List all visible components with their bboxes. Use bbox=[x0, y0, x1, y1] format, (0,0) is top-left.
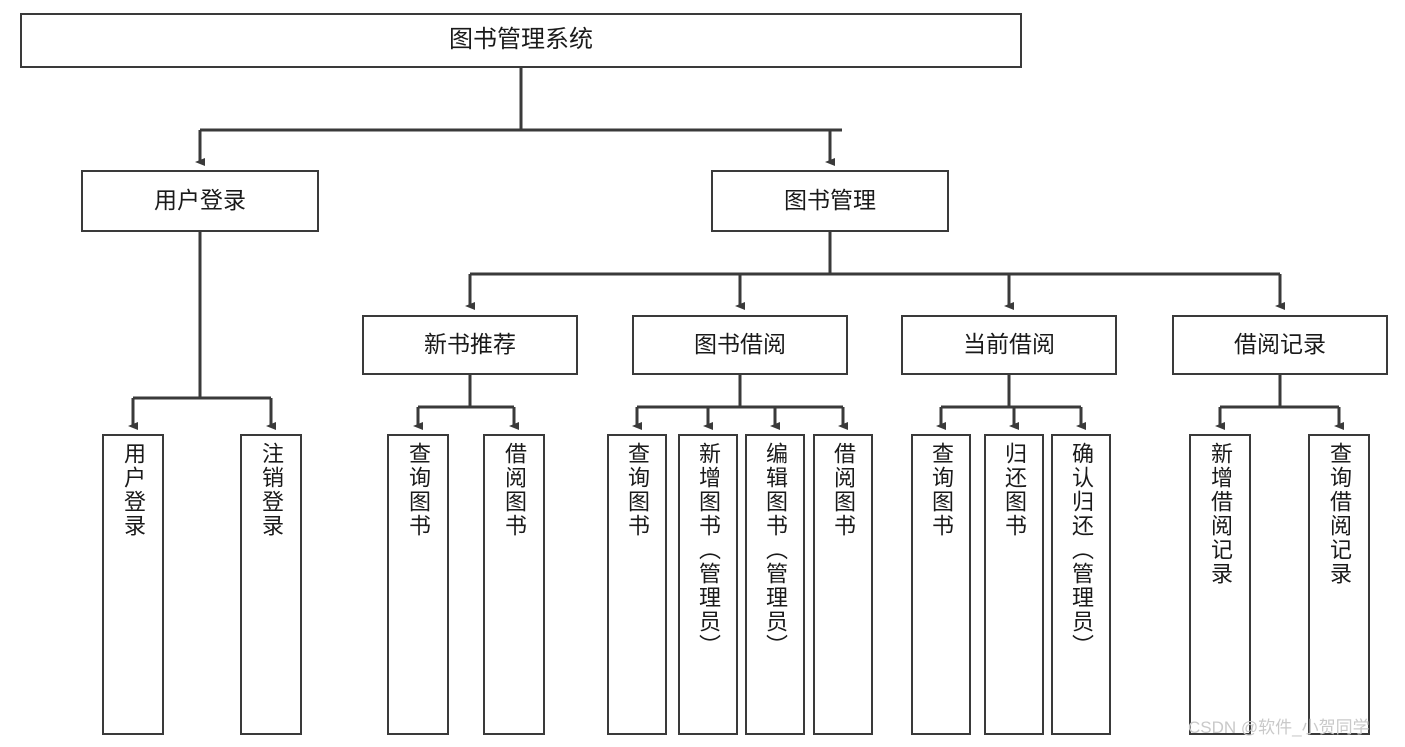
node-root[interactable]: 图书管理系统 bbox=[20, 13, 1022, 68]
leaf-query-book[interactable]: 查询图书 bbox=[607, 434, 667, 735]
node-current-borrow[interactable]: 当前借阅 bbox=[901, 315, 1117, 375]
leaf-query-book-current-label: 查询图书 bbox=[929, 442, 954, 538]
leaf-return-book[interactable]: 归还图书 bbox=[984, 434, 1044, 735]
node-book-management[interactable]: 图书管理 bbox=[711, 170, 949, 232]
leaf-logout-label: 注销登录 bbox=[259, 442, 284, 538]
leaf-add-book-admin[interactable]: 新增图书（管理员） bbox=[678, 434, 738, 735]
leaf-query-borrow-record[interactable]: 查询借阅记录 bbox=[1308, 434, 1370, 735]
node-book-borrow-label: 图书借阅 bbox=[694, 331, 786, 358]
leaf-query-borrow-record-label: 查询借阅记录 bbox=[1327, 442, 1352, 586]
node-borrow-record[interactable]: 借阅记录 bbox=[1172, 315, 1388, 375]
leaf-borrow-book-label: 借阅图书 bbox=[831, 442, 856, 538]
leaf-borrow-book-recommend-label: 借阅图书 bbox=[502, 442, 527, 538]
leaf-query-book-recommend[interactable]: 查询图书 bbox=[387, 434, 449, 735]
leaf-add-book-admin-label: 新增图书（管理员） bbox=[696, 442, 721, 658]
leaf-return-book-label: 归还图书 bbox=[1002, 442, 1027, 538]
leaf-add-borrow-record[interactable]: 新增借阅记录 bbox=[1189, 434, 1251, 735]
leaf-query-book-label: 查询图书 bbox=[625, 442, 650, 538]
leaf-confirm-return-admin-label: 确认归还（管理员） bbox=[1069, 442, 1094, 658]
leaf-edit-book-admin[interactable]: 编辑图书（管理员） bbox=[745, 434, 805, 735]
leaf-query-book-recommend-label: 查询图书 bbox=[406, 442, 431, 538]
leaf-add-borrow-record-label: 新增借阅记录 bbox=[1208, 442, 1233, 586]
node-new-book-recommend-label: 新书推荐 bbox=[424, 331, 516, 358]
leaf-logout[interactable]: 注销登录 bbox=[240, 434, 302, 735]
node-book-management-label: 图书管理 bbox=[784, 187, 876, 214]
leaf-query-book-current[interactable]: 查询图书 bbox=[911, 434, 971, 735]
node-current-borrow-label: 当前借阅 bbox=[963, 331, 1055, 358]
node-book-borrow[interactable]: 图书借阅 bbox=[632, 315, 848, 375]
leaf-user-login[interactable]: 用户登录 bbox=[102, 434, 164, 735]
node-user-login[interactable]: 用户登录 bbox=[81, 170, 319, 232]
leaf-borrow-book[interactable]: 借阅图书 bbox=[813, 434, 873, 735]
node-root-label: 图书管理系统 bbox=[449, 26, 593, 54]
leaf-borrow-book-recommend[interactable]: 借阅图书 bbox=[483, 434, 545, 735]
leaf-confirm-return-admin[interactable]: 确认归还（管理员） bbox=[1051, 434, 1111, 735]
node-new-book-recommend[interactable]: 新书推荐 bbox=[362, 315, 578, 375]
node-user-login-label: 用户登录 bbox=[154, 187, 246, 214]
node-borrow-record-label: 借阅记录 bbox=[1234, 331, 1326, 358]
leaf-user-login-label: 用户登录 bbox=[121, 442, 146, 538]
csdn-watermark: CSDN @软件_小贺同学 bbox=[1188, 718, 1370, 737]
leaf-edit-book-admin-label: 编辑图书（管理员） bbox=[763, 442, 788, 658]
